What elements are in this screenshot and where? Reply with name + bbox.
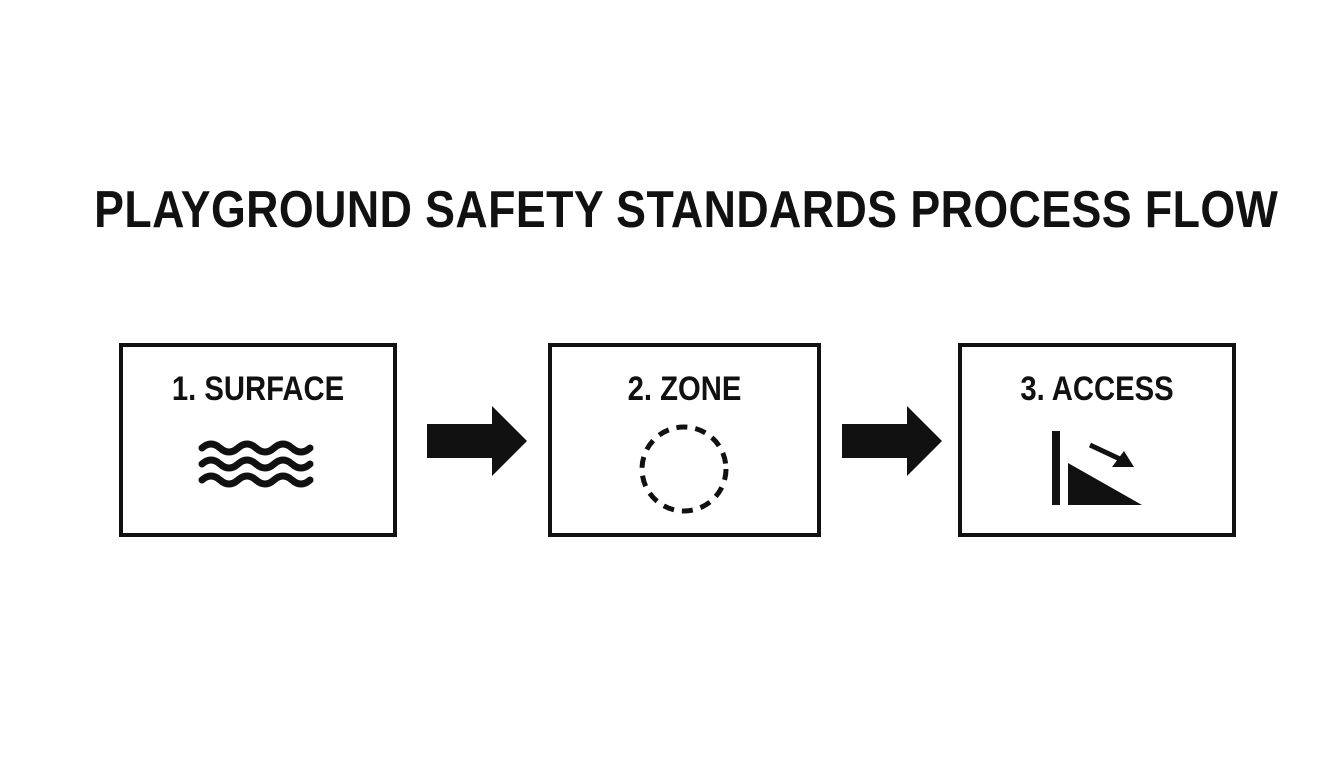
step-box-access: 3. ACCESS bbox=[958, 343, 1236, 537]
diagram-title: PLAYGROUND SAFETY STANDARDS PROCESS FLOW bbox=[94, 181, 1279, 239]
waves-icon bbox=[198, 440, 314, 488]
step-box-surface: 1. SURFACE bbox=[119, 343, 397, 537]
dashed-circle-icon bbox=[639, 424, 729, 514]
right-arrow-icon bbox=[427, 406, 527, 476]
step-label-zone: 2. ZONE bbox=[627, 370, 742, 408]
step-label-access: 3. ACCESS bbox=[1020, 370, 1174, 408]
step-box-zone: 2. ZONE bbox=[548, 343, 821, 537]
right-arrow-icon bbox=[842, 406, 942, 476]
ramp-slope-icon bbox=[1052, 431, 1142, 505]
step-label-surface: 1. SURFACE bbox=[171, 370, 345, 408]
